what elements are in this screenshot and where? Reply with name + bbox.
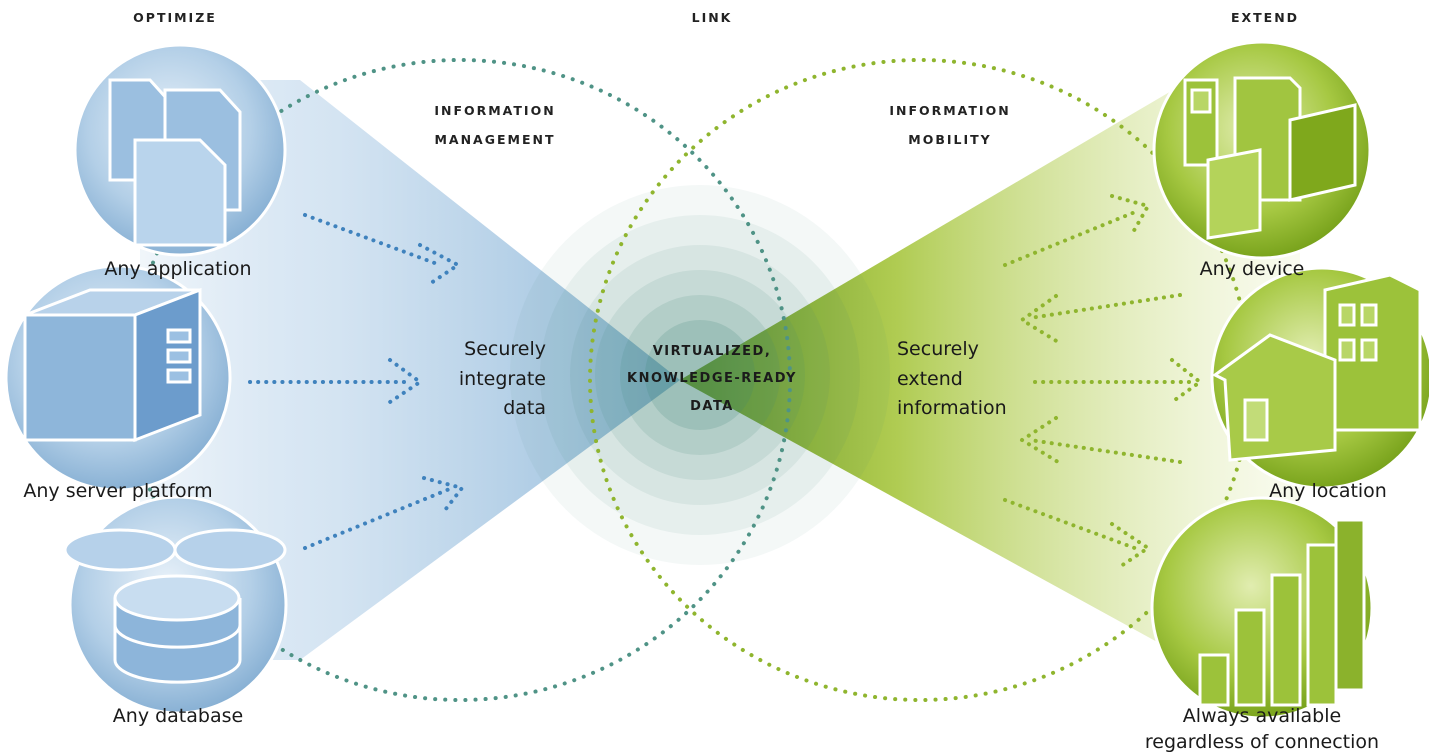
- info-mobility-line2: MOBILITY: [908, 132, 991, 147]
- database-icon: [63, 528, 287, 684]
- header-extend: EXTEND: [1231, 10, 1299, 25]
- documents-icon: [108, 78, 242, 247]
- any-server-label: Any server platform: [23, 480, 212, 502]
- database-circle: [63, 495, 288, 715]
- extend-line2: extend: [897, 368, 963, 390]
- always-available-line1: Always available: [1183, 705, 1341, 727]
- always-available-circle: [1150, 496, 1374, 720]
- server-icon: [23, 287, 202, 443]
- location-circle: [1210, 266, 1429, 490]
- header-link: LINK: [692, 10, 733, 25]
- integrate-line2: integrate: [459, 368, 546, 390]
- any-application-label: Any application: [104, 258, 251, 280]
- info-management-line2: MANAGEMENT: [434, 132, 555, 147]
- application-circle: [73, 43, 287, 257]
- extend-line3: information: [897, 397, 1007, 419]
- any-device-label: Any device: [1200, 258, 1305, 280]
- green-beam: [680, 80, 1300, 660]
- info-mobility-line1: INFORMATION: [889, 103, 1010, 118]
- integrate-line3: data: [503, 397, 546, 419]
- any-database-label: Any database: [113, 705, 243, 727]
- center-line3: DATA: [690, 399, 734, 414]
- device-circle: [1152, 40, 1372, 260]
- server-circle: [4, 264, 232, 492]
- center-line1: VIRTUALIZED,: [653, 344, 772, 359]
- center-line2: KNOWLEDGE-READY: [627, 371, 797, 386]
- header-optimize: OPTIMIZE: [133, 10, 217, 25]
- devices-icon: [1183, 76, 1357, 240]
- info-management-line1: INFORMATION: [434, 103, 555, 118]
- buildings-icon: [1212, 273, 1422, 462]
- bar-chart-icon: [1198, 518, 1366, 707]
- left-arrows: [248, 213, 466, 550]
- right-arrows: [1003, 194, 1204, 570]
- always-available-line2: regardless of connection: [1145, 731, 1379, 753]
- extend-line1: Securely: [897, 338, 979, 360]
- any-location-label: Any location: [1269, 480, 1387, 502]
- integrate-line1: Securely: [464, 338, 546, 360]
- blue-beam: [140, 80, 680, 660]
